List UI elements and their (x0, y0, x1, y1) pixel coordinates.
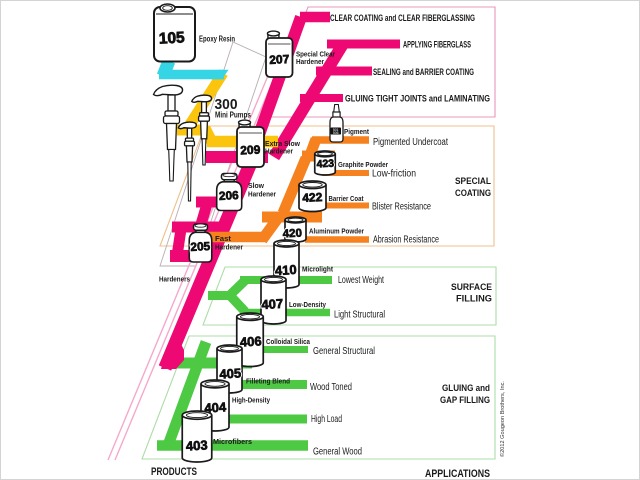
svg-text:Fast: Fast (215, 234, 232, 243)
svg-text:Hardener: Hardener (215, 243, 243, 252)
svg-text:403: 403 (186, 437, 208, 453)
svg-text:206: 206 (219, 188, 240, 203)
svg-text:207: 207 (269, 52, 290, 67)
svg-text:410: 410 (275, 262, 297, 278)
svg-text:206: 206 (219, 188, 240, 203)
svg-text:©2012 Gougeon Brothers, Inc.: ©2012 Gougeon Brothers, Inc. (499, 381, 506, 457)
svg-text:Graphite Powder: Graphite Powder (338, 160, 388, 169)
svg-text:SURFACE: SURFACE (451, 282, 492, 292)
svg-text:Special Clear: Special Clear (296, 49, 335, 58)
svg-text:Hardener: Hardener (265, 147, 293, 156)
svg-text:406: 406 (240, 333, 262, 349)
svg-text:GLUING and: GLUING and (442, 383, 490, 393)
svg-text:501: 501 (333, 128, 339, 132)
svg-text:Epoxy Resin: Epoxy Resin (199, 35, 235, 44)
svg-text:Abrasion Resistance: Abrasion Resistance (373, 235, 439, 246)
svg-text:209: 209 (240, 142, 261, 157)
svg-text:105: 105 (158, 29, 185, 47)
svg-text:FILLING: FILLING (456, 294, 492, 304)
svg-text:410: 410 (275, 262, 297, 278)
svg-text:Low-friction: Low-friction (372, 169, 416, 180)
svg-text:105: 105 (158, 29, 185, 47)
svg-text:APPLICATIONS: APPLICATIONS (425, 468, 490, 480)
svg-text:High Load: High Load (311, 414, 342, 425)
svg-text:Barrier Coat: Barrier Coat (329, 194, 364, 203)
svg-text:422: 422 (302, 190, 323, 205)
svg-text:Lowest Weight: Lowest Weight (338, 275, 384, 286)
svg-text:Aluminum Powder: Aluminum Powder (309, 227, 364, 236)
svg-text:423: 423 (316, 158, 334, 171)
svg-text:Low-Density: Low-Density (289, 300, 327, 309)
svg-text:SEALING and BARRIER COATING: SEALING and BARRIER COATING (373, 67, 474, 78)
svg-text:Wood Toned: Wood Toned (310, 382, 352, 393)
svg-text:General Wood: General Wood (313, 447, 362, 458)
svg-text:Hardeners: Hardeners (159, 275, 190, 284)
svg-text:APPLYING FIBERGLASS: APPLYING FIBERGLASS (403, 39, 471, 50)
svg-text:COATING: COATING (455, 188, 491, 198)
svg-text:GAP FILLING: GAP FILLING (440, 395, 490, 405)
svg-text:209: 209 (240, 142, 261, 157)
svg-text:407: 407 (261, 296, 283, 312)
svg-text:Filleting Blend: Filleting Blend (246, 377, 290, 386)
svg-text:Pigment: Pigment (344, 127, 369, 136)
svg-text:205: 205 (190, 239, 211, 254)
svg-text:420: 420 (282, 228, 302, 241)
svg-text:High-Density: High-Density (232, 395, 271, 404)
svg-text:SPECIAL: SPECIAL (455, 176, 491, 186)
svg-text:PRODUCTS: PRODUCTS (151, 466, 197, 478)
svg-text:Microfibers: Microfibers (213, 437, 252, 446)
svg-text:CLEAR COATING and CLEAR FIBERG: CLEAR COATING and CLEAR FIBERGLASSING (330, 13, 475, 24)
svg-text:207: 207 (269, 52, 290, 67)
svg-text:404: 404 (204, 399, 227, 415)
svg-text:Mini Pumps: Mini Pumps (215, 110, 251, 119)
svg-text:406: 406 (240, 333, 262, 349)
svg-text:Slow: Slow (248, 181, 264, 190)
svg-text:Light Structural: Light Structural (334, 310, 385, 321)
svg-text:422: 422 (302, 190, 323, 205)
svg-text:Pigmented Undercoat: Pigmented Undercoat (373, 137, 448, 148)
svg-text:GLUING TIGHT JOINTS and LAMINA: GLUING TIGHT JOINTS and LAMINATING (345, 94, 490, 105)
svg-text:Microlight: Microlight (302, 265, 333, 274)
svg-text:506: 506 (333, 131, 339, 135)
svg-text:405: 405 (219, 365, 241, 381)
svg-text:423: 423 (316, 158, 334, 171)
svg-text:300: 300 (215, 96, 238, 113)
svg-text:403: 403 (186, 437, 208, 453)
svg-text:420: 420 (282, 228, 302, 241)
svg-text:405: 405 (219, 365, 241, 381)
svg-text:407: 407 (261, 296, 283, 312)
svg-text:Blister Resistance: Blister Resistance (372, 202, 431, 213)
svg-text:Hardener: Hardener (296, 57, 324, 66)
svg-text:General Structural: General Structural (313, 346, 375, 357)
svg-text:205: 205 (190, 239, 211, 254)
svg-text:Colloidal Silica: Colloidal Silica (266, 337, 311, 346)
svg-text:Hardener: Hardener (248, 190, 276, 199)
svg-text:Extra Slow: Extra Slow (265, 139, 300, 148)
